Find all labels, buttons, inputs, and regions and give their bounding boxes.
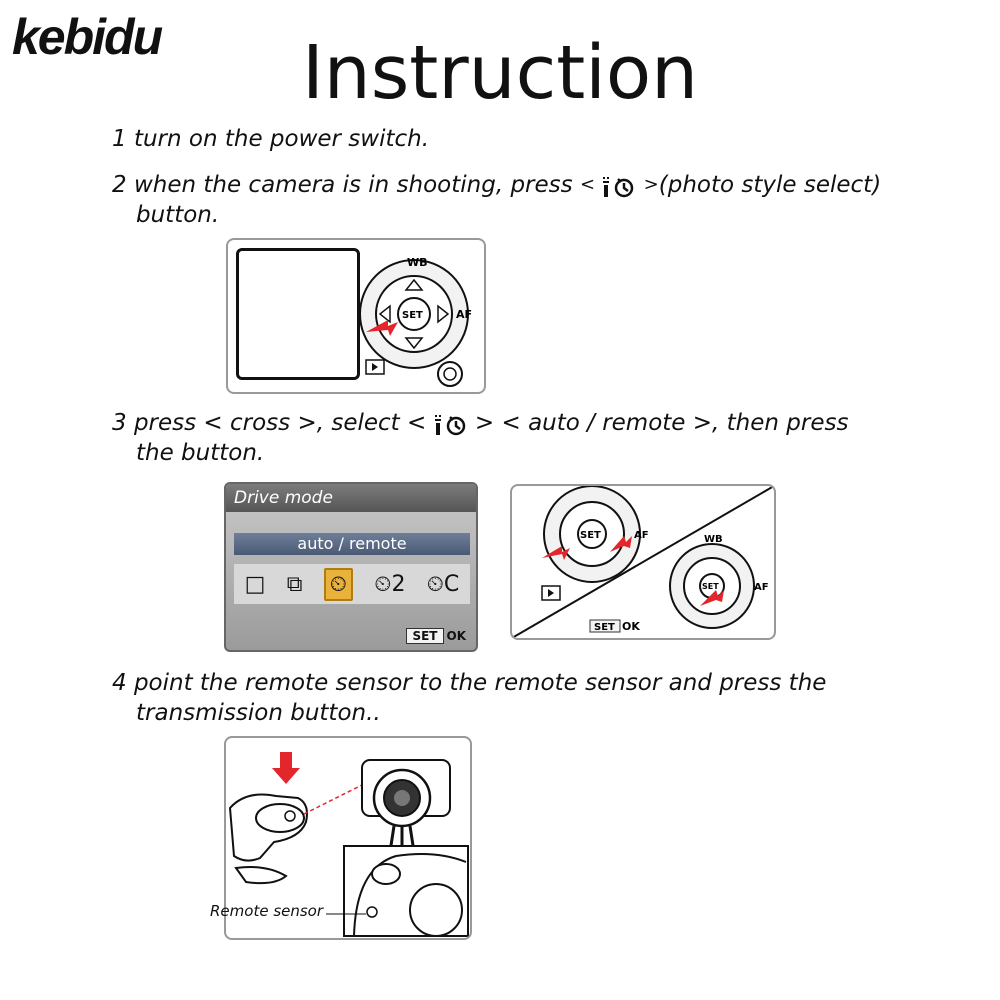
drive-timer-icon <box>434 415 465 436</box>
drive-mode-menu: Drive mode auto / remote □ ⧉ ⏲ ⏲2 ⏲C SET… <box>224 482 478 652</box>
timer-2s-icon: ⏲2 <box>374 571 406 597</box>
drive-timer-icon <box>603 177 634 198</box>
gt-symbol: > <box>643 174 659 195</box>
figure-step-4 <box>224 736 472 940</box>
red-arrow-icon <box>542 546 570 560</box>
step-1-text: 1 turn on the power switch. <box>112 126 430 152</box>
remote-timer-icon: ⏲ <box>323 567 353 601</box>
step-3-text-a: 3 press < cross >, select < <box>112 410 427 436</box>
svg-text:WB: WB <box>704 534 723 545</box>
red-down-arrow-icon <box>272 752 300 784</box>
remote-camera-illustration <box>228 752 469 937</box>
step-3-text-b: > < auto / remote >, then press <box>474 410 849 436</box>
continuous-shot-icon: ⧉ <box>286 571 303 597</box>
svg-text:SET: SET <box>702 582 719 591</box>
step-1: 1 turn on the power switch. <box>112 124 429 154</box>
step-2-text-a: 2 when the camera is in shooting, press <box>112 172 573 198</box>
remote-sensor-icon <box>366 906 378 918</box>
step-4-text-cont: transmission button.. <box>136 700 381 726</box>
brand-logo: kebidu <box>12 9 163 65</box>
menu-title: Drive mode <box>226 484 476 512</box>
timer-continuous-icon: ⏲C <box>426 571 460 597</box>
control-dial-illustration: WB SET AF <box>359 256 472 387</box>
af-label: AF <box>456 308 472 321</box>
menu-selection-bar: auto / remote <box>234 533 470 555</box>
red-arrow-icon <box>700 590 724 606</box>
svg-text:SET: SET <box>580 530 601 541</box>
step-3-text-cont: the button. <box>136 440 265 466</box>
remote-control <box>255 803 305 833</box>
lt-symbol: < <box>579 174 596 195</box>
lcd-screen <box>236 248 360 380</box>
figure-step-2: WB SET AF <box>226 238 486 394</box>
single-shot-icon: □ <box>244 571 266 597</box>
step-2: 2 when the camera is in shooting, press … <box>112 170 881 230</box>
figure-step-3-camera: SET AF WB SET AF SET OK <box>510 484 776 640</box>
drive-mode-options: □ ⧉ ⏲ ⏲2 ⏲C <box>234 564 470 604</box>
svg-text:OK: OK <box>622 620 640 633</box>
wb-label: WB <box>407 256 428 269</box>
step-2-text-cont: button. <box>136 202 220 228</box>
step-2-text-b: (photo style select) <box>658 172 882 198</box>
red-arrow-icon <box>610 536 632 552</box>
svg-text:AF: AF <box>634 530 649 541</box>
step-4: 4 point the remote sensor to the remote … <box>112 668 826 728</box>
step-4-text: 4 point the remote sensor to the remote … <box>112 670 827 696</box>
svg-text:SET: SET <box>594 622 615 633</box>
dial-views-illustration: SET AF WB SET AF SET OK <box>512 486 774 638</box>
page-title: Instruction <box>301 30 699 116</box>
remote-sensor-caption: Remote sensor <box>210 902 324 920</box>
play-icon <box>372 363 378 371</box>
svg-text:AF: AF <box>754 582 769 593</box>
set-label: SET <box>402 310 423 321</box>
step-3: 3 press < cross >, select < > < auto / r… <box>112 408 848 468</box>
red-arrow-icon <box>366 320 398 336</box>
